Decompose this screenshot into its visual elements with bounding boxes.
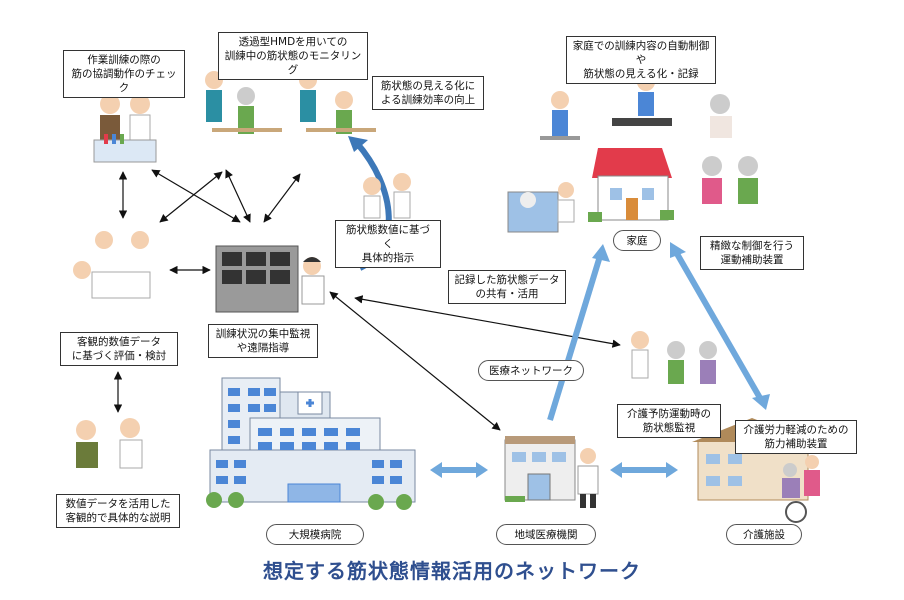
label-specific-instruction: 筋状態数値に基づく 具体的指示 <box>335 220 441 268</box>
place-regional-clinic: 地域医療機関 <box>496 524 596 545</box>
place-large-hospital: 大規模病院 <box>266 524 364 545</box>
place-care-facility: 介護施設 <box>726 524 802 545</box>
label-central-monitoring: 訓練状況の集中監視 や遠隔指導 <box>208 324 318 358</box>
home-illustration <box>588 148 674 222</box>
label-hmd-monitoring: 透過型HMDを用いての 訓練中の筋状態のモニタリング <box>218 32 368 80</box>
place-home: 家庭 <box>613 230 661 251</box>
label-visualization-efficiency: 筋状態の見える化に よる訓練効率の向上 <box>372 76 484 110</box>
label-data-sharing: 記録した筋状態データ の共有・活用 <box>448 270 566 304</box>
label-objective-evaluation: 客観的数値データ に基づく評価・検討 <box>60 332 178 366</box>
label-coordination-check: 作業訓練の際の 筋の協調動作のチェック <box>63 50 185 98</box>
clinic-illustration <box>504 436 599 508</box>
label-care-assist-device: 介護労力軽減のための 筋力補助装置 <box>735 420 857 454</box>
medical-network-label: 医療ネットワーク <box>478 360 584 381</box>
label-prevention-monitoring: 介護予防運動時の 筋状態監視 <box>617 404 721 438</box>
label-data-explanation: 数値データを活用した 客観的で具体的な説明 <box>56 494 180 528</box>
page-title: 想定する筋状態情報活用のネットワーク <box>263 559 641 583</box>
hospital-illustration <box>206 377 416 510</box>
people-illustrations <box>73 71 758 469</box>
thick-blue-arrows <box>430 242 770 478</box>
label-precise-assist-device: 精緻な制御を行う 運動補助装置 <box>700 236 804 270</box>
monitoring-station-illustration <box>215 245 325 313</box>
label-home-auto-control: 家庭での訓練内容の自動制御や 筋状態の見える化・記録 <box>566 36 716 84</box>
